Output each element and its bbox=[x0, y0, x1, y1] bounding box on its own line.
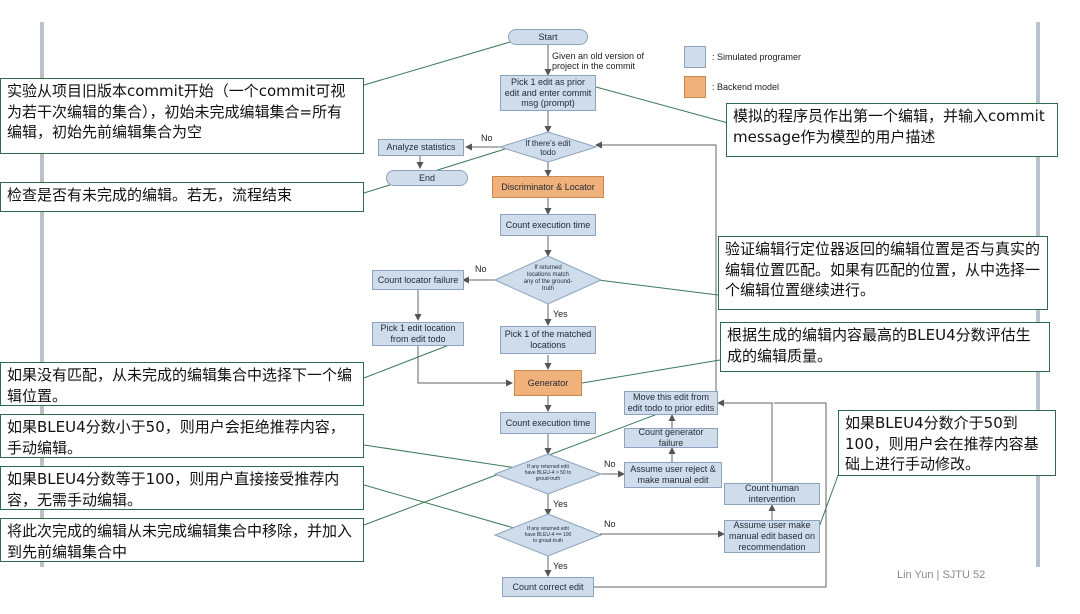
node-assume-reject: Assume user reject & make manual edit bbox=[624, 462, 722, 488]
label-yes-2: Yes bbox=[553, 499, 568, 509]
legend-swatch-simulated bbox=[684, 46, 706, 68]
node-pick-edit-location: Pick 1 edit location from edit todo bbox=[372, 322, 464, 346]
label-no-3: No bbox=[604, 459, 616, 469]
node-count-human-intervention: Count human intervention bbox=[724, 483, 820, 505]
node-pick-prior-edit: Pick 1 edit as prior edit and enter comm… bbox=[500, 75, 596, 111]
decision-locations bbox=[493, 255, 603, 305]
label-yes-1: Yes bbox=[553, 309, 568, 319]
note-no-match: 如果没有匹配，从未完成的编辑集合中选择下一个编辑位置。 bbox=[0, 362, 364, 406]
node-count-exec-2: Count execution time bbox=[500, 412, 596, 434]
note-bleu-below-50: 如果BLEU4分数小于50，则用户会拒绝推荐内容，手动编辑。 bbox=[0, 414, 364, 458]
label-no-1: No bbox=[481, 133, 493, 143]
note-bleu-equals-100: 如果BLEU4分数等于100，则用户直接接受推荐内容，无需手动编辑。 bbox=[0, 466, 364, 510]
label-no-4: No bbox=[604, 519, 616, 529]
note-experiment-start: 实验从项目旧版本commit开始（一个commit可视为若干次编辑的集合），初始… bbox=[0, 78, 364, 154]
node-generator: Generator bbox=[514, 370, 582, 396]
node-start: Start bbox=[508, 29, 588, 45]
node-move-edit: Move this edit from edit todo to prior e… bbox=[624, 391, 718, 415]
node-pick-matched: Pick 1 of the matched locations bbox=[500, 326, 596, 354]
decision-edit-todo bbox=[498, 131, 598, 163]
note-move-completed: 将此次完成的编辑从未完成编辑集合中移除，并加入到先前编辑集合中 bbox=[0, 518, 364, 562]
footer-credit: Lin Yun | SJTU 52 bbox=[897, 569, 986, 581]
legend-swatch-backend bbox=[684, 76, 706, 98]
node-discriminator-locator: Discriminator & Locator bbox=[492, 176, 604, 198]
node-end: End bbox=[386, 170, 468, 186]
legend-label-simulated: : Simulated programer bbox=[712, 52, 802, 62]
decision-bleu50 bbox=[493, 453, 603, 495]
node-analyze-statistics: Analyze statistics bbox=[378, 139, 464, 156]
decision-bleu50-label: If any returned edit have BLEU-4 > 50 to… bbox=[524, 464, 572, 482]
node-count-generator-failure: Count generator failure bbox=[624, 427, 718, 448]
note-first-edit: 模拟的程序员作出第一个编辑，并输入commit message作为模型的用户描述 bbox=[726, 103, 1058, 157]
decision-edit-todo-label: If there's edit todo bbox=[525, 138, 571, 157]
decision-locations-label: If returned locations match any of the g… bbox=[523, 265, 573, 292]
decision-bleu100-label: If any returned edit have BLEU-4 == 100 … bbox=[524, 526, 572, 544]
note-check-todo: 检查是否有未完成的编辑。若无，流程结束 bbox=[0, 182, 364, 212]
label-yes-3: Yes bbox=[553, 561, 568, 571]
slide-left-edge bbox=[40, 22, 44, 567]
decision-bleu100 bbox=[493, 513, 603, 557]
node-count-correct-edit: Count correct edit bbox=[502, 577, 594, 597]
label-no-2: No bbox=[475, 264, 487, 274]
note-bleu-50-100: 如果BLEU4分数介于50到100，则用户会在推荐内容基础上进行手动修改。 bbox=[838, 410, 1056, 476]
node-count-exec-1: Count execution time bbox=[500, 214, 596, 236]
legend-label-backend: : Backend model bbox=[712, 82, 780, 92]
note-evaluate-quality: 根据生成的编辑内容最高的BLEU4分数评估生成的编辑质量。 bbox=[720, 322, 1050, 372]
start-note: Given an old version of project in the c… bbox=[552, 51, 645, 72]
note-verify-location: 验证编辑行定位器返回的编辑位置是否与真实的编辑位置匹配。如果有匹配的位置，从中选… bbox=[718, 236, 1048, 310]
node-count-locator-failure: Count locator failure bbox=[372, 270, 464, 290]
node-assume-manual-edit: Assume user make manual edit based on re… bbox=[724, 520, 820, 553]
